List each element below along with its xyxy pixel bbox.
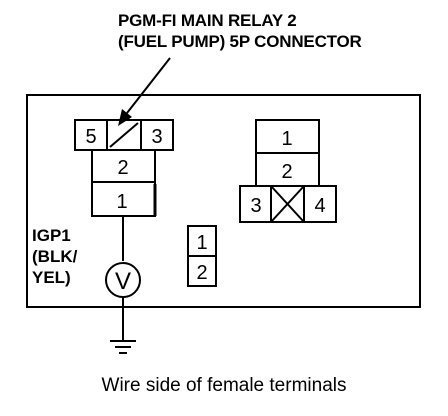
left-connector-pin-3: 3 (151, 126, 162, 148)
leader-arrowhead (118, 109, 132, 126)
right-connector-bottom-row (239, 185, 337, 223)
right-connector: 1 2 3 4 (239, 119, 337, 223)
small-connector-pin-2: 2 (196, 262, 207, 284)
right-connector-blank-cavity-x2 (270, 185, 305, 223)
left-connector-pin-2: 2 (117, 157, 128, 179)
right-connector-pin-3: 3 (250, 195, 261, 217)
left-connector-pin-1: 1 (116, 191, 127, 213)
right-connector-pin-4: 4 (314, 195, 325, 217)
ground-icon (110, 340, 136, 354)
left-connector-pin-5: 5 (85, 126, 96, 148)
small-connector-pin-2-cell (187, 255, 217, 287)
wire-label-line-2: (BLK/ (32, 247, 78, 266)
title-line-1: PGM-FI MAIN RELAY 2 (118, 11, 297, 30)
voltmeter-icon: V (105, 262, 141, 298)
diagram-caption: Wire side of female terminals (101, 375, 347, 396)
diagram-title: PGM-FI MAIN RELAY 2 (FUEL PUMP) 5P CONNE… (118, 10, 362, 52)
leader-line (126, 57, 171, 114)
left-connector-unused-cavity-mark (109, 122, 139, 148)
left-connector: 5 3 2 1 (74, 119, 174, 217)
right-connector-pin-2: 2 (281, 161, 292, 183)
wire-label-line-1: IGP1 (32, 226, 71, 245)
wire-label-line-3: YEL) (32, 268, 71, 287)
voltmeter-label: V (115, 268, 131, 295)
wire-color-label: IGP1 (BLK/ YEL) (32, 225, 77, 288)
outer-frame (26, 94, 421, 308)
small-connector-pin-1: 1 (196, 232, 207, 254)
small-connector: 1 2 (187, 225, 217, 287)
right-connector-pin-1: 1 (281, 128, 292, 150)
title-line-2: (FUEL PUMP) 5P CONNECTOR (118, 32, 362, 51)
